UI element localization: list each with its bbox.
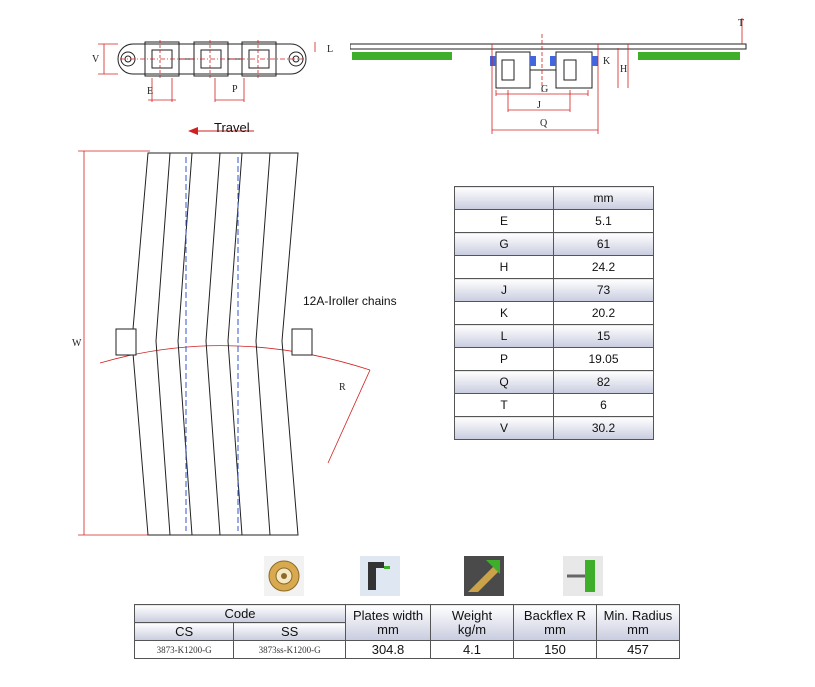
dim-label-h: H (620, 64, 628, 75)
dim-value: 73 (553, 278, 654, 302)
dim-key: T (454, 393, 554, 417)
dim-value: 19.05 (553, 347, 654, 371)
min-radius-header: Min. Radius mm (596, 604, 680, 641)
table-row: T 6 (454, 393, 654, 417)
dim-value: 6 (553, 393, 654, 417)
spec-subheader-row: CS SS (133, 622, 680, 641)
dim-value: 82 (553, 370, 654, 394)
spec-header-row: Code Plates width mm Weight kg/m Backfle… (134, 604, 680, 641)
dim-label-q: Q (540, 118, 548, 129)
table-row: Q 82 (454, 370, 654, 394)
table-row: L 15 (454, 324, 654, 348)
dim-key: H (454, 255, 554, 279)
ss-code: 3873ss-K1200-G (233, 640, 346, 659)
min-radius-unit: mm (627, 621, 649, 637)
dimensions-header-unit: mm (553, 186, 654, 210)
plates-width-header: Plates width mm (345, 604, 431, 641)
wear-strip-icon (563, 556, 603, 596)
plates-width-value: 304.8 (345, 640, 431, 659)
travel-arrow-icon (188, 127, 254, 135)
dim-label-k: K (603, 56, 611, 67)
dim-label-e: E (147, 86, 154, 97)
chain-plan-view (78, 150, 371, 536)
table-row: 3873-K1200-G 3873ss-K1200-G 304.8 4.1 15… (133, 640, 680, 659)
cs-code: 3873-K1200-G (133, 640, 235, 659)
weight-header: Weight kg/m (430, 604, 514, 641)
dim-label-p: P (232, 84, 238, 95)
plates-width-unit: mm (377, 621, 399, 637)
plates-width-label: Plates width (352, 607, 424, 623)
chain-section-view (350, 18, 747, 134)
dim-value: 61 (553, 232, 654, 256)
dim-label-v: V (92, 54, 100, 65)
dim-key: G (454, 232, 554, 256)
dim-value: 24.2 (553, 255, 654, 279)
roller-chains-label: 12A-Ⅰroller chains (303, 294, 397, 308)
dim-key: Q (454, 370, 554, 394)
sprocket-icon (264, 556, 304, 596)
dim-key: J (454, 278, 554, 302)
dim-value: 20.2 (553, 301, 654, 325)
dim-label-w: W (72, 338, 82, 349)
dim-value: 30.2 (553, 416, 654, 440)
dim-key: L (454, 324, 554, 348)
dim-key: K (454, 301, 554, 325)
dimensions-table: mm E 5.1 G 61 H 24.2 J 73 K 20.2 L 15 P … (454, 186, 654, 440)
dim-value: 15 (553, 324, 654, 348)
weight-value: 4.1 (430, 640, 514, 659)
dim-key: V (454, 416, 554, 440)
table-row: V 30.2 (454, 416, 654, 440)
dim-label-l: L (327, 44, 334, 55)
dim-label-g: G (541, 84, 549, 95)
dim-label-r: R (339, 382, 346, 393)
chain-corner-icon (464, 556, 504, 596)
min-radius-value: 457 (596, 640, 680, 659)
dim-key: P (454, 347, 554, 371)
weight-unit: kg/m (457, 621, 487, 637)
table-row: E 5.1 (454, 209, 654, 233)
table-row: G 61 (454, 232, 654, 256)
ss-header: SS (233, 622, 346, 641)
dim-label-j: J (537, 100, 541, 111)
cs-header: CS (133, 622, 235, 641)
code-header: Code (134, 604, 346, 623)
backflex-header: Backflex R mm (513, 604, 597, 641)
backflex-unit: mm (544, 621, 566, 637)
dim-key: E (454, 209, 554, 233)
dim-value: 5.1 (553, 209, 654, 233)
backflex-value: 150 (513, 640, 597, 659)
weight-label: Weight (451, 607, 493, 623)
min-radius-label: Min. Radius (603, 607, 673, 623)
dim-label-t: T (738, 18, 745, 29)
dimensions-header-row: mm (454, 186, 654, 210)
chain-side-view (98, 40, 316, 102)
table-row: P 19.05 (454, 347, 654, 371)
backflex-label: Backflex R (523, 607, 587, 623)
profile-section-icon (360, 556, 400, 596)
table-row: J 73 (454, 278, 654, 302)
table-row: H 24.2 (454, 255, 654, 279)
travel-label: Travel (214, 120, 250, 135)
table-row: K 20.2 (454, 301, 654, 325)
spec-table: Code Plates width mm Weight kg/m Backfle… (133, 604, 680, 659)
dimensions-header-blank (454, 186, 554, 210)
